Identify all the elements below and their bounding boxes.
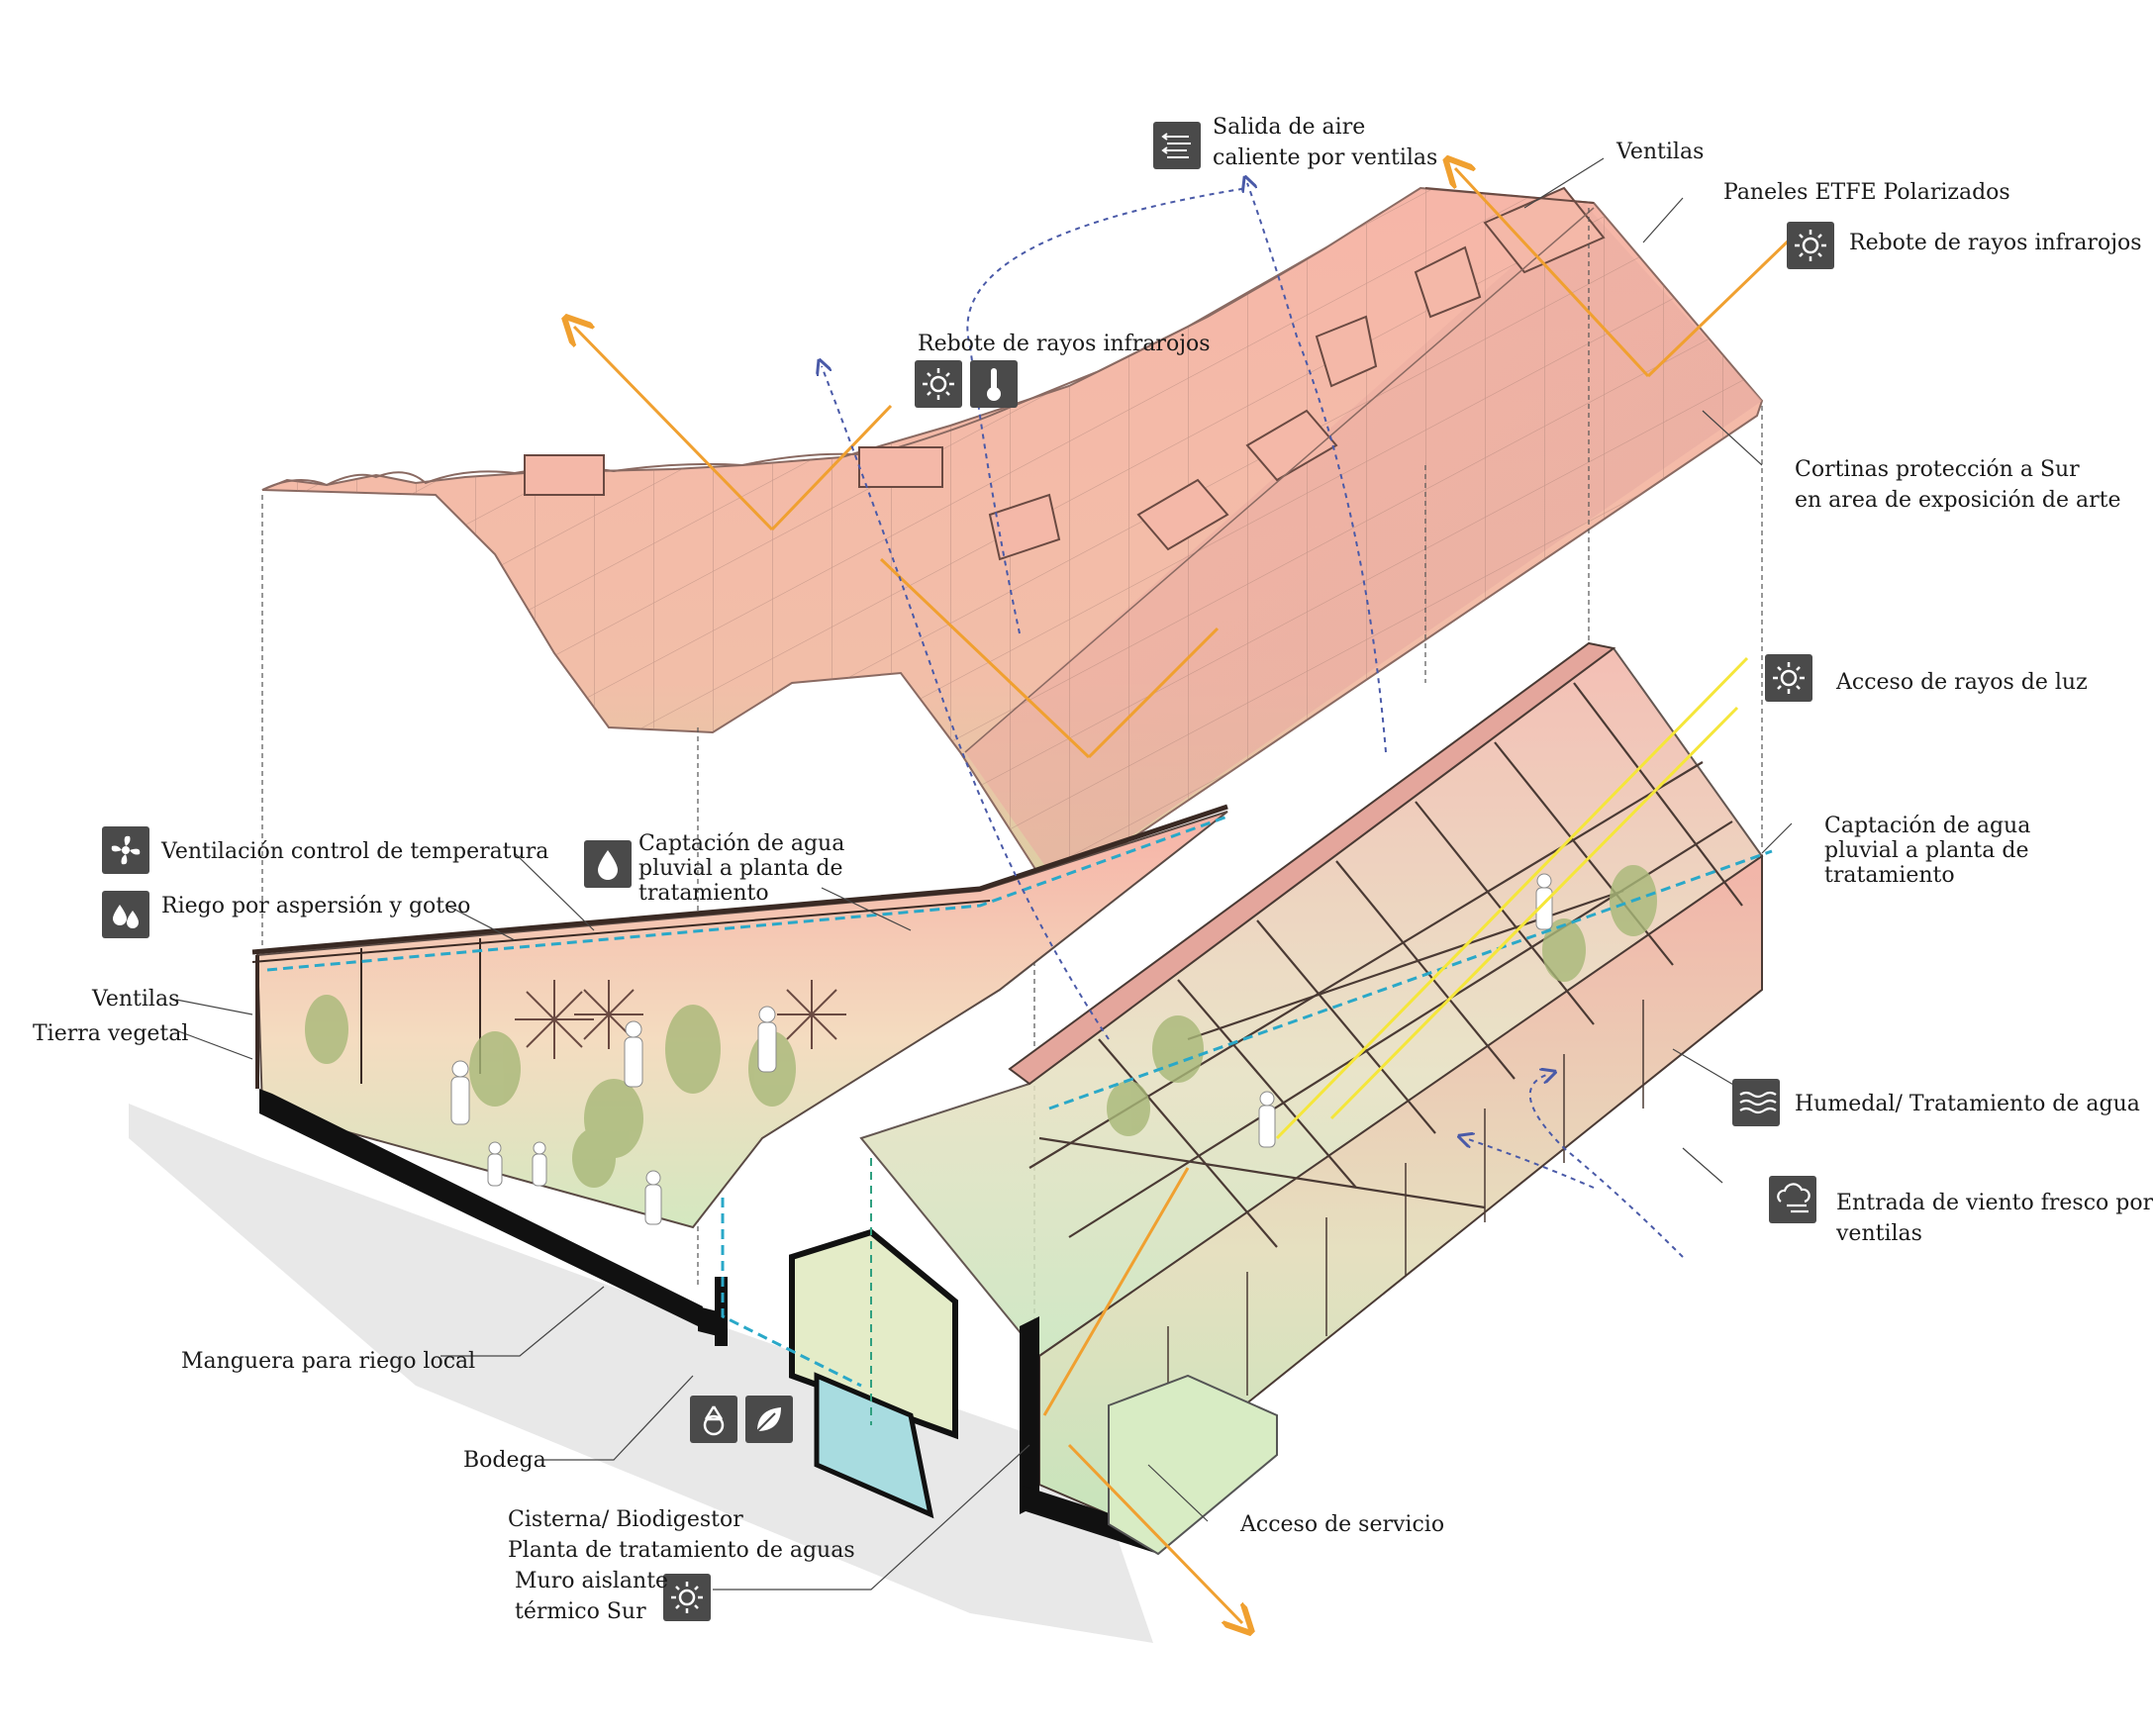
sun-icon <box>663 1574 711 1621</box>
sun-icon <box>915 360 962 408</box>
leaf-icon <box>745 1396 793 1443</box>
label-bodega: Bodega <box>463 1448 546 1473</box>
light-rays <box>1275 656 1749 1140</box>
greenhouse-building <box>251 641 1773 1556</box>
label-manguera: Manguera para riego local <box>181 1349 476 1374</box>
label-acceso-luz: Acceso de rayos de luz <box>1836 670 2088 695</box>
label-acceso-servicio: Acceso de servicio <box>1240 1512 1445 1537</box>
label-rebote-center: Rebote de rayos infrarojos <box>918 332 1211 356</box>
fan-icon <box>102 826 149 874</box>
label-tierra-vegetal: Tierra vegetal <box>33 1021 189 1046</box>
label-ventilacion-control: Ventilación control de temperatura <box>161 839 549 864</box>
label-ventilas-left: Ventilas <box>92 987 180 1012</box>
section-cut <box>259 1089 1158 1554</box>
ground-shadow <box>129 1104 1153 1643</box>
label-riego: Riego por aspersión y goteo <box>161 894 471 918</box>
waves-icon <box>1732 1079 1780 1126</box>
recycle-icon <box>690 1396 737 1443</box>
leader-lines <box>172 157 1793 1591</box>
label-paneles-etfe: Paneles ETFE Polarizados <box>1723 180 2010 205</box>
label-rebote-right: Rebote de rayos infrarojos <box>1849 231 2142 255</box>
thermometer-icon <box>970 360 1018 408</box>
sun-icon <box>1765 654 1812 702</box>
sun-icon <box>1787 222 1834 269</box>
etfe-roof <box>261 186 1764 893</box>
water-drop-icon <box>584 840 632 888</box>
label-ventilas-top: Ventilas <box>1616 140 1705 164</box>
infrared-arrows <box>574 168 1794 1623</box>
cloud-wind-icon <box>1769 1176 1816 1223</box>
label-humedal: Humedal/ Tratamiento de agua <box>1795 1092 2140 1116</box>
wind-out-icon <box>1153 122 1201 169</box>
air-flow <box>822 183 1684 1258</box>
water-drops-icon <box>102 891 149 938</box>
